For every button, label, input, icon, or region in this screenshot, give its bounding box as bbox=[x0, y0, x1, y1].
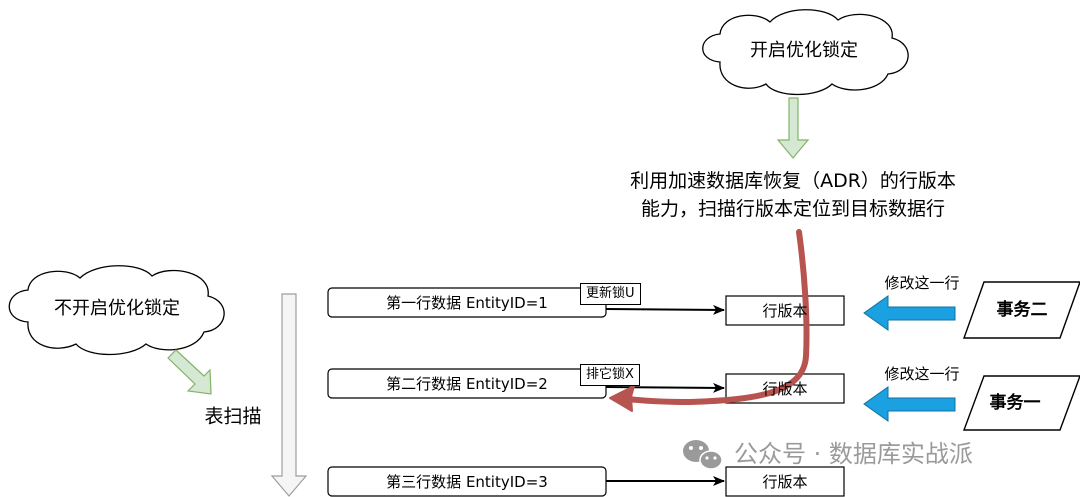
table-scan-label: 表扫描 bbox=[204, 405, 262, 428]
blue-arrow-tx2 bbox=[863, 295, 956, 331]
cloud-label-disabled: 不开启优化锁定 bbox=[54, 298, 180, 320]
adr-description: 利用加速数据库恢复（ADR）的行版本 能力，扫描行版本定位到目标数据行 bbox=[630, 167, 956, 223]
wechat-icon bbox=[683, 440, 723, 470]
version-label-1: 行版本 bbox=[762, 302, 808, 320]
watermark-text: 公众号 · 数据库实战派 bbox=[734, 440, 973, 468]
connector-row-1 bbox=[605, 304, 725, 315]
tx-action-2: 修改这一行 bbox=[884, 274, 960, 292]
adr-description-line-1: 利用加速数据库恢复（ADR）的行版本 bbox=[630, 170, 956, 192]
connector-row-2 bbox=[605, 382, 725, 393]
cloud-shape-disabled bbox=[8, 265, 225, 356]
green-arrow-diagonal bbox=[167, 349, 212, 395]
cloud-shape-enabled bbox=[702, 9, 909, 96]
adr-red-arrowhead bbox=[609, 385, 635, 412]
row-label-2: 第二行数据 EntityID=2 bbox=[386, 375, 548, 393]
version-label-2: 行版本 bbox=[762, 380, 808, 398]
version-label-3: 行版本 bbox=[762, 473, 808, 491]
tx-label-2: 事务二 bbox=[996, 299, 1048, 320]
row-label-3: 第三行数据 EntityID=3 bbox=[386, 473, 548, 491]
cloud-label-enabled: 开启优化锁定 bbox=[750, 40, 858, 62]
tx-label-1: 事务一 bbox=[989, 392, 1041, 413]
blue-arrow-tx1 bbox=[863, 386, 956, 422]
adr-description-line-2: 能力，扫描行版本定位到目标数据行 bbox=[640, 198, 945, 220]
scan-arrow bbox=[270, 293, 308, 497]
tx-shape-1 bbox=[962, 375, 1080, 431]
version-box-1 bbox=[725, 295, 845, 326]
watermark: 公众号 · 数据库实战派 bbox=[734, 440, 973, 469]
row-label-1: 第一行数据 EntityID=1 bbox=[386, 294, 548, 312]
tx-shape-2 bbox=[963, 281, 1080, 339]
version-box-3 bbox=[725, 466, 845, 497]
adr-red-curve bbox=[625, 229, 810, 406]
tx-action-1: 修改这一行 bbox=[884, 365, 960, 383]
lock-tag-row-1: 更新锁U bbox=[580, 283, 641, 305]
lock-tag-row-2: 排它锁X bbox=[580, 364, 640, 386]
green-arrow-down bbox=[776, 97, 810, 159]
